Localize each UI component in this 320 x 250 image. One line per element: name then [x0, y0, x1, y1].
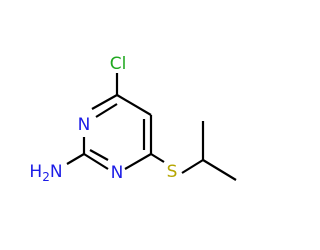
- amine-label-h: H: [29, 162, 42, 182]
- amine-label-subscript: 2: [42, 170, 50, 184]
- bond-n3-c2: [83, 153, 109, 170]
- bonds: [66, 73, 237, 181]
- ring-nitrogen-3-label: N: [111, 163, 124, 183]
- bond-c4-s: [150, 153, 165, 163]
- sulfur-label: S: [167, 162, 178, 182]
- bond-s-ch: [181, 159, 204, 174]
- amine-label: H2N: [29, 162, 62, 184]
- amine-label-n: N: [50, 162, 63, 182]
- atom-labels: Cl N N H2N S: [29, 54, 177, 184]
- bond-n1-c6-inner: [95, 103, 118, 118]
- bond-n1-c6: [91, 94, 118, 110]
- bond-n3-c2-inner: [89, 149, 109, 161]
- bond-ch-methyl-right: [202, 159, 237, 181]
- bond-c4-n3: [124, 153, 152, 170]
- bond-c2-nh2: [66, 153, 85, 165]
- chlorine-label: Cl: [110, 54, 127, 74]
- bond-c6-c5: [116, 94, 152, 116]
- ring-nitrogen-1-label: N: [78, 115, 91, 135]
- structure-diagram: Cl N N H2N S: [29, 54, 237, 184]
